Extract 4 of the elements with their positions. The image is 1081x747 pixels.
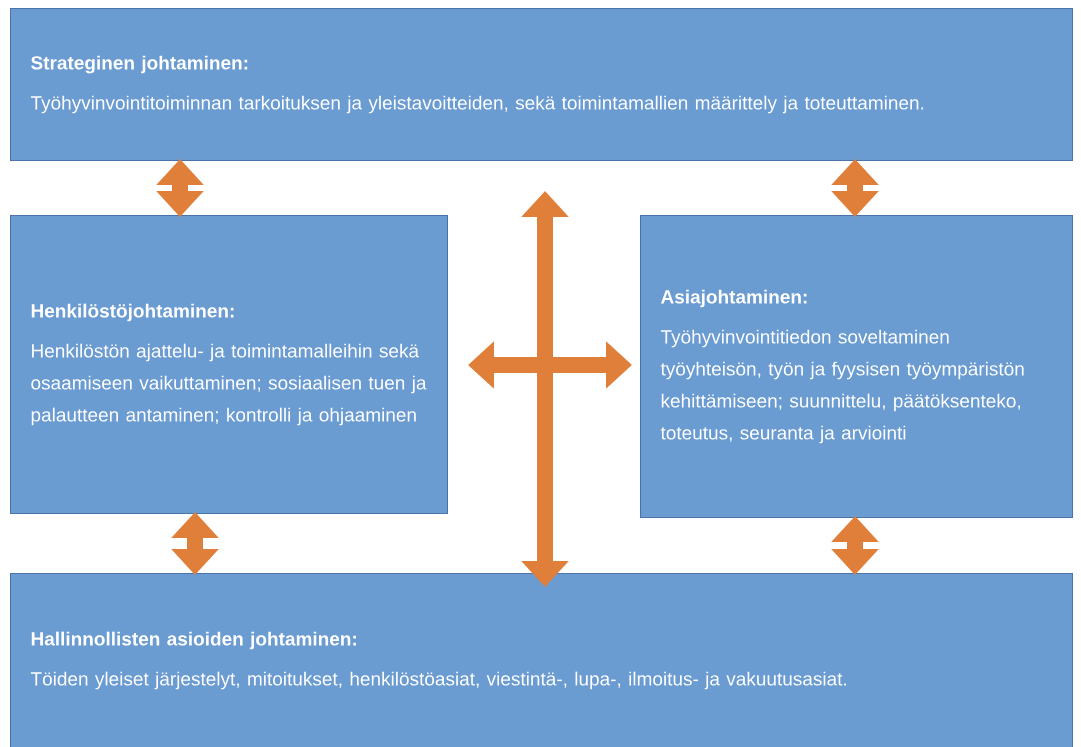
text-box: Strateginen johtaminen: Työhyvinvointitoiminnan tarkoituksen ja yleistavoitteiden, sekä toimintamallien määrittely ja toteuttaminen. <box>10 8 1073 161</box>
text-box: Asiajohtaminen: Työhyvinvointitiedon soveltaminen työyhteisön, työn ja fyysisen työympäristön kehittämiseen; suunnittelu, päätöksenteko, toteutus, seuranta ja arviointi <box>640 215 1073 518</box>
text-box: Hallinnollisten asioiden johtaminen: Töiden yleiset järjestelyt, mitoitukset, henkilöstöasiat, viestintä-, lupa-, ilmoitus- ja vakuutusasiat. <box>10 573 1073 747</box>
text-box: Henkilöstöjohtaminen: Henkilöstön ajattelu- ja toimintamalleihin sekä osaamiseen vaikuttaminen; sosiaalisen tuen ja palautteen antaminen; kontrolli ja ohjaaminen <box>10 215 448 514</box>
